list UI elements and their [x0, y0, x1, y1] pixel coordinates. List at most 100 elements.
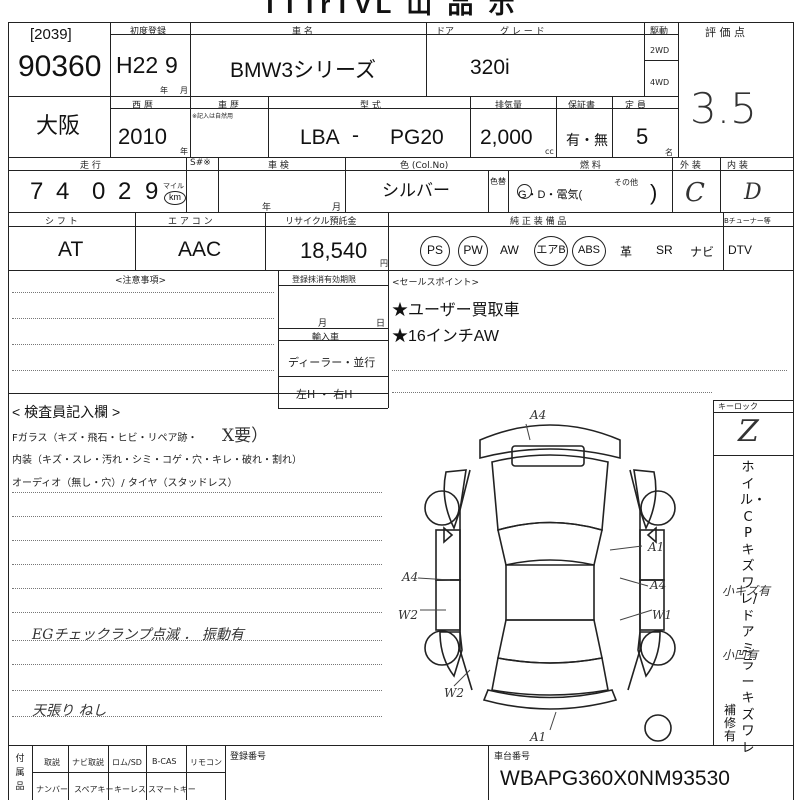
inspection-label: 車 検: [268, 161, 289, 171]
rule: [713, 412, 793, 413]
mileage-digit: 0: [92, 178, 106, 205]
reg-expiry-day: 日: [376, 319, 386, 329]
aircon-label: エ ア コ ン: [168, 217, 213, 227]
shift-label: シ フ ト: [45, 217, 78, 227]
exterior-label: 外 装: [680, 161, 701, 171]
rule: [110, 34, 678, 35]
mileage-unit-mile: マイル: [163, 182, 184, 190]
rule: [388, 270, 389, 408]
reg-expiry-month: 月: [318, 319, 328, 329]
inspector-line: [12, 612, 382, 613]
rule: [345, 157, 346, 212]
rule: [186, 157, 187, 212]
rule: [218, 157, 219, 212]
rule: [556, 96, 557, 157]
mileage-digit: 4: [56, 178, 70, 205]
drive-2wd: 2WD: [650, 46, 670, 55]
inspector-line: [12, 540, 382, 541]
inspector-title: < 検査員記入欄 >: [12, 404, 121, 420]
capacity-value: 5: [636, 124, 649, 149]
rule: [68, 745, 69, 800]
mileage-digit: 9: [145, 178, 159, 205]
color-change-label: 色替: [490, 177, 506, 186]
mileage-digit: 7: [30, 178, 44, 205]
rule: [278, 270, 279, 408]
equipment-leather: 革: [620, 245, 633, 259]
door-label: ドア: [436, 27, 455, 37]
model-dash: -: [352, 124, 359, 147]
recycle-value: 18,540: [300, 238, 368, 263]
score-label: 評 価 点: [705, 26, 745, 39]
rule: [723, 212, 724, 270]
rule: [135, 212, 136, 270]
displacement-value: 2,000: [480, 126, 533, 149]
rule: [470, 96, 471, 157]
rule: [8, 270, 793, 271]
rule: [678, 22, 679, 157]
year-label: 西 暦: [132, 101, 153, 111]
equipment-abs: ABS: [572, 236, 606, 266]
import-label: 輸入車: [312, 333, 340, 343]
inspector-line: [12, 564, 382, 565]
rule: [146, 745, 147, 800]
rule: [8, 22, 793, 23]
inspector-line: [12, 716, 382, 717]
key-lock-mark: Z: [738, 414, 759, 449]
equipment-sr: SR: [656, 243, 673, 257]
grade-value: 320i: [470, 56, 510, 79]
fuel-close: ): [650, 180, 658, 205]
rule: [8, 226, 793, 227]
inspector-line: [12, 690, 382, 691]
accessory-item: スマートキー: [148, 785, 196, 794]
mileage-label: 走 行: [80, 161, 101, 171]
rule: [278, 285, 388, 286]
damage-mark: A4: [530, 408, 547, 422]
notes-line: [12, 318, 274, 319]
tuner-label: Bチューナー等: [724, 217, 771, 225]
inspector-line: [12, 516, 382, 517]
reg-expiry-label: 登録抹消有効期限: [292, 275, 356, 284]
import-handle: 左H ・ 右H: [296, 388, 353, 401]
inspector-glass: Fガラス（キズ・飛石・ヒビ・リペア跡・: [12, 433, 198, 444]
rule: [713, 400, 714, 745]
recycle-unit: 円: [380, 259, 388, 268]
rule: [8, 22, 9, 800]
s-label: S#※: [190, 158, 211, 168]
interior-label: 内 装: [727, 161, 748, 171]
accessories-side-label: 付属品: [15, 754, 25, 792]
score-value: 3.5: [690, 84, 757, 133]
rule: [32, 772, 225, 773]
capacity-unit: 名: [665, 148, 673, 157]
damage-mark: W2: [444, 686, 464, 700]
rule: [278, 376, 388, 377]
year-value: 2010: [118, 124, 167, 149]
accessory-item: B-CAS: [152, 757, 177, 766]
recycle-label: リサイクル預託金: [285, 217, 357, 227]
fuel-label: 燃 料: [580, 161, 601, 171]
damage-mark: A4: [650, 578, 667, 592]
rule: [110, 22, 111, 157]
side-note-hand: 小キズ有: [722, 584, 771, 598]
accessory-item: リモコン: [190, 758, 222, 767]
warranty-label: 保証書: [568, 101, 596, 111]
notes-label: <注意事項>: [115, 276, 167, 286]
car-damage-diagram: [417, 423, 676, 742]
equipment-airbag: エアB: [534, 236, 568, 266]
rule: [225, 745, 226, 800]
notes-line: [12, 370, 274, 371]
damage-mark: A4: [402, 570, 419, 584]
displacement-unit: cc: [545, 147, 554, 156]
mileage-unit-km: km: [164, 191, 186, 205]
inspector-glass-hand: X要）: [222, 426, 269, 446]
color-label: 色 (Col.No): [400, 161, 449, 171]
inspector-hand-note: 天張り ねし: [32, 703, 107, 719]
fuel-gasoline-circle: [517, 184, 532, 199]
first-registration-month-unit: 月: [180, 86, 188, 95]
capacity-label: 定 員: [625, 101, 646, 111]
equipment-aw: AW: [500, 243, 519, 257]
rule: [644, 60, 678, 61]
grade-label: グ レ ー ド: [500, 27, 545, 37]
shift-value: AT: [58, 238, 84, 261]
history-label: 車 歴: [218, 101, 239, 111]
vin-value: WBAPG360X0NM93530: [500, 767, 730, 790]
